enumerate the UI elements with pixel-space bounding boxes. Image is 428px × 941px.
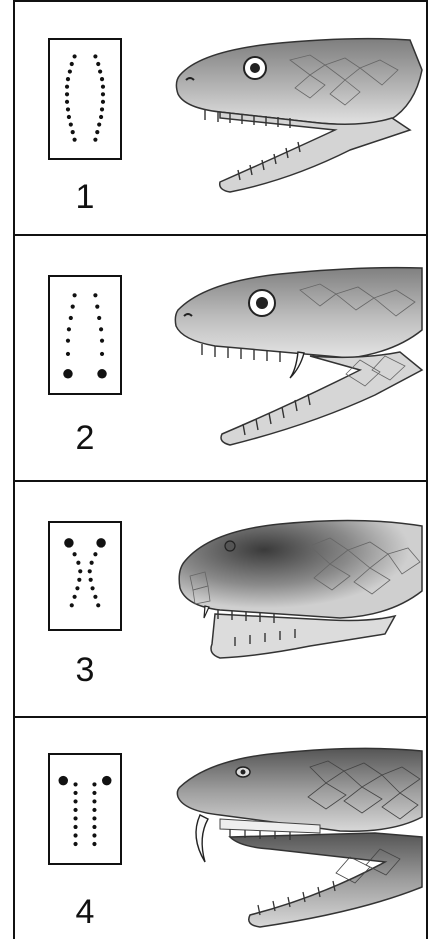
panel-3: 3	[15, 481, 426, 717]
snake-head-solid-teeth-icon	[160, 30, 425, 210]
dentition-diagram-3	[48, 521, 122, 631]
dentition-diagram-2	[48, 275, 122, 395]
diagram-frame: 1	[13, 0, 428, 939]
snake-head-rear-fang-icon	[160, 260, 425, 455]
panel-1: 1	[15, 2, 426, 235]
panel-number: 1	[48, 180, 122, 214]
teeth-pattern-3	[50, 523, 120, 629]
snake-head-front-fixed-fang-icon	[160, 506, 425, 691]
panel-number: 2	[48, 421, 122, 455]
dentition-diagram-4	[48, 753, 122, 865]
teeth-pattern-1	[50, 40, 120, 158]
panel-number: 3	[48, 653, 122, 687]
snake-head-hinged-fang-icon	[160, 737, 425, 932]
panel-4: 4	[15, 717, 426, 941]
teeth-pattern-4	[50, 755, 120, 863]
panel-2: 2	[15, 235, 426, 481]
dentition-diagram-1	[48, 38, 122, 160]
teeth-pattern-2	[50, 277, 120, 393]
panel-number: 4	[48, 895, 122, 929]
